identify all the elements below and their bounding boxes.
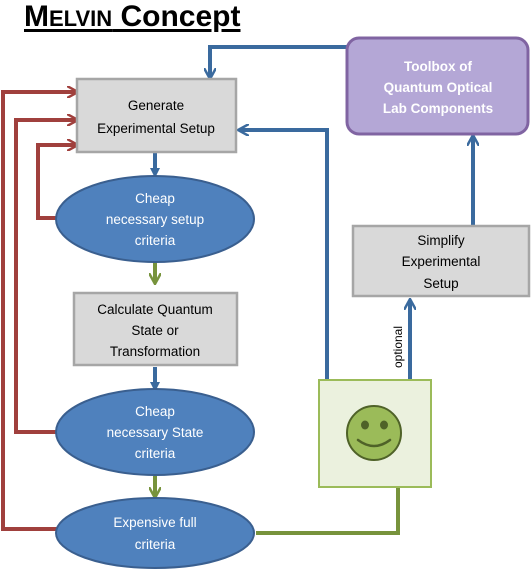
toolbox-line-2: Quantum Optical bbox=[384, 80, 493, 95]
optional-label: optional bbox=[391, 326, 405, 368]
cheap-state-line-3: criteria bbox=[135, 446, 176, 461]
node-expensive-criteria: Expensive full criteria bbox=[55, 497, 255, 569]
node-calculate-state: Calculate Quantum State or Transformatio… bbox=[72, 291, 239, 367]
title-initial: M bbox=[24, 0, 49, 33]
title-smallcaps: ELVIN bbox=[49, 6, 113, 31]
node-cheap-setup-criteria: Cheap necessary setup criteria bbox=[55, 175, 255, 263]
toolbox-line-3: Lab Components bbox=[383, 101, 493, 116]
red-feedback-loops bbox=[1, 92, 77, 531]
simplify-line-2: Experimental bbox=[402, 254, 481, 269]
red-loop-expensive bbox=[1, 92, 77, 531]
arrow-toolbox-to-generate bbox=[210, 45, 347, 78]
calculate-line-2: State or bbox=[131, 323, 179, 338]
simplify-line-1: Simplify bbox=[417, 233, 465, 248]
node-cheap-state-criteria: Cheap necessary State criteria bbox=[55, 388, 255, 476]
toolbox-line-1: Toolbox of bbox=[404, 59, 472, 74]
smiley-face-icon bbox=[346, 405, 402, 461]
cheap-setup-line-2: necessary setup bbox=[106, 212, 204, 227]
cheap-setup-line-3: criteria bbox=[135, 233, 176, 248]
expensive-line-2: criteria bbox=[135, 537, 176, 552]
arrow-success-to-generate bbox=[239, 130, 329, 380]
success-box bbox=[318, 379, 432, 488]
red-loop-cheap-state bbox=[14, 120, 77, 434]
red-loop-cheap-setup bbox=[36, 145, 77, 220]
calculate-line-3: Transformation bbox=[110, 344, 200, 359]
page-title: MELVIN Concept bbox=[24, 0, 241, 36]
node-toolbox: Toolbox of Quantum Optical Lab Component… bbox=[345, 36, 530, 136]
node-simplify-setup: Simplify Experimental Setup bbox=[351, 224, 531, 298]
simplify-line-3: Setup bbox=[423, 276, 458, 291]
title-rest: Concept bbox=[112, 0, 241, 33]
node-generate-setup: Generate Experimental Setup bbox=[75, 77, 238, 154]
cheap-state-line-2: necessary State bbox=[107, 425, 204, 440]
expensive-line-1: Expensive full bbox=[113, 515, 196, 530]
generate-line-1: Generate bbox=[128, 98, 184, 113]
generate-line-2: Experimental Setup bbox=[97, 121, 215, 136]
arrow-expensive-to-success bbox=[256, 475, 398, 535]
cheap-setup-line-1: Cheap bbox=[135, 191, 175, 206]
calculate-line-1: Calculate Quantum bbox=[97, 302, 213, 317]
cheap-state-line-1: Cheap bbox=[135, 404, 175, 419]
